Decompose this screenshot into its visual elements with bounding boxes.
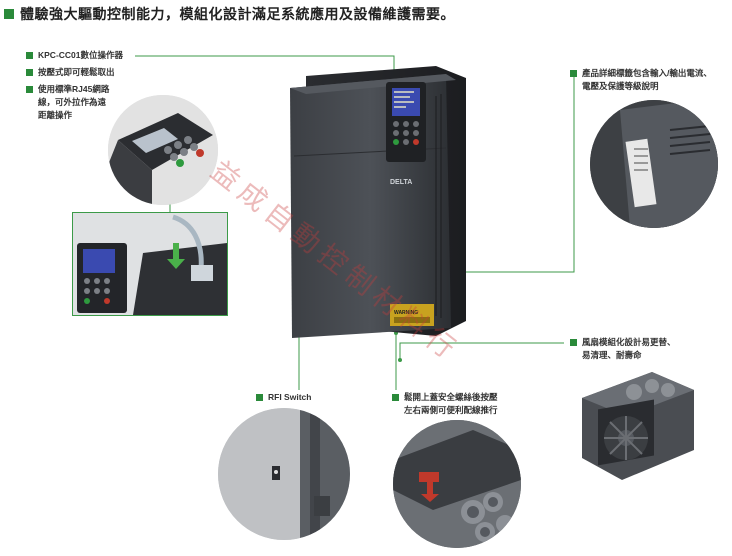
- note-bullet-icon: [26, 52, 33, 60]
- note-bullet-icon: [26, 86, 33, 94]
- notes-left: KPC-CC01數位操作器 按壓式即可輕鬆取出 使用標準RJ45網路 線，可外拉…: [26, 49, 123, 122]
- note-rj45: 使用標準RJ45網路: [26, 83, 123, 96]
- title-bullet-icon: [4, 9, 14, 20]
- drive-brand: DELTA: [390, 179, 412, 186]
- note-bullet-icon: [570, 70, 577, 78]
- warning-label: WARNING: [394, 310, 418, 316]
- title-text: 體驗強大驅動控制能力，模組化設計滿足系統應用及設備維護需要。: [20, 6, 455, 22]
- note-push: 按壓式即可輕鬆取出: [26, 66, 123, 79]
- note-rfi: RFI Switch: [256, 391, 311, 404]
- page-title: 體驗強大驅動控制能力，模組化設計滿足系統應用及設備維護需要。: [4, 4, 455, 24]
- note-kpc: KPC-CC01數位操作器: [26, 49, 123, 62]
- note-bullet-icon: [570, 339, 577, 347]
- note-fan: 風扇模組化設計易更替、 易清理、耐壽命: [570, 336, 676, 362]
- note-label: 產品詳細標籤包含輸入/輸出電流、 電壓及保護等級說明: [570, 67, 730, 93]
- keypad-detail-image: [108, 95, 218, 205]
- note-rj45-line2: 線，可外拉作為遠: [38, 97, 107, 107]
- note-bullet-icon: [26, 69, 33, 77]
- note-screw: 鬆開上蓋安全螺絲後按壓 左右兩側可便利配線推行: [392, 391, 498, 417]
- note-bullet-icon: [392, 394, 399, 402]
- drive-unit-image: DELTA WARNING: [290, 66, 466, 338]
- note-rj45-line3: 距離操作: [38, 110, 73, 120]
- cable-detail-image: [72, 212, 228, 316]
- fan-module-image: [582, 372, 694, 480]
- cover-detail-image: [393, 420, 521, 548]
- note-bullet-icon: [256, 394, 263, 402]
- label-detail-image: [590, 100, 718, 228]
- label-callout-line: [464, 72, 575, 273]
